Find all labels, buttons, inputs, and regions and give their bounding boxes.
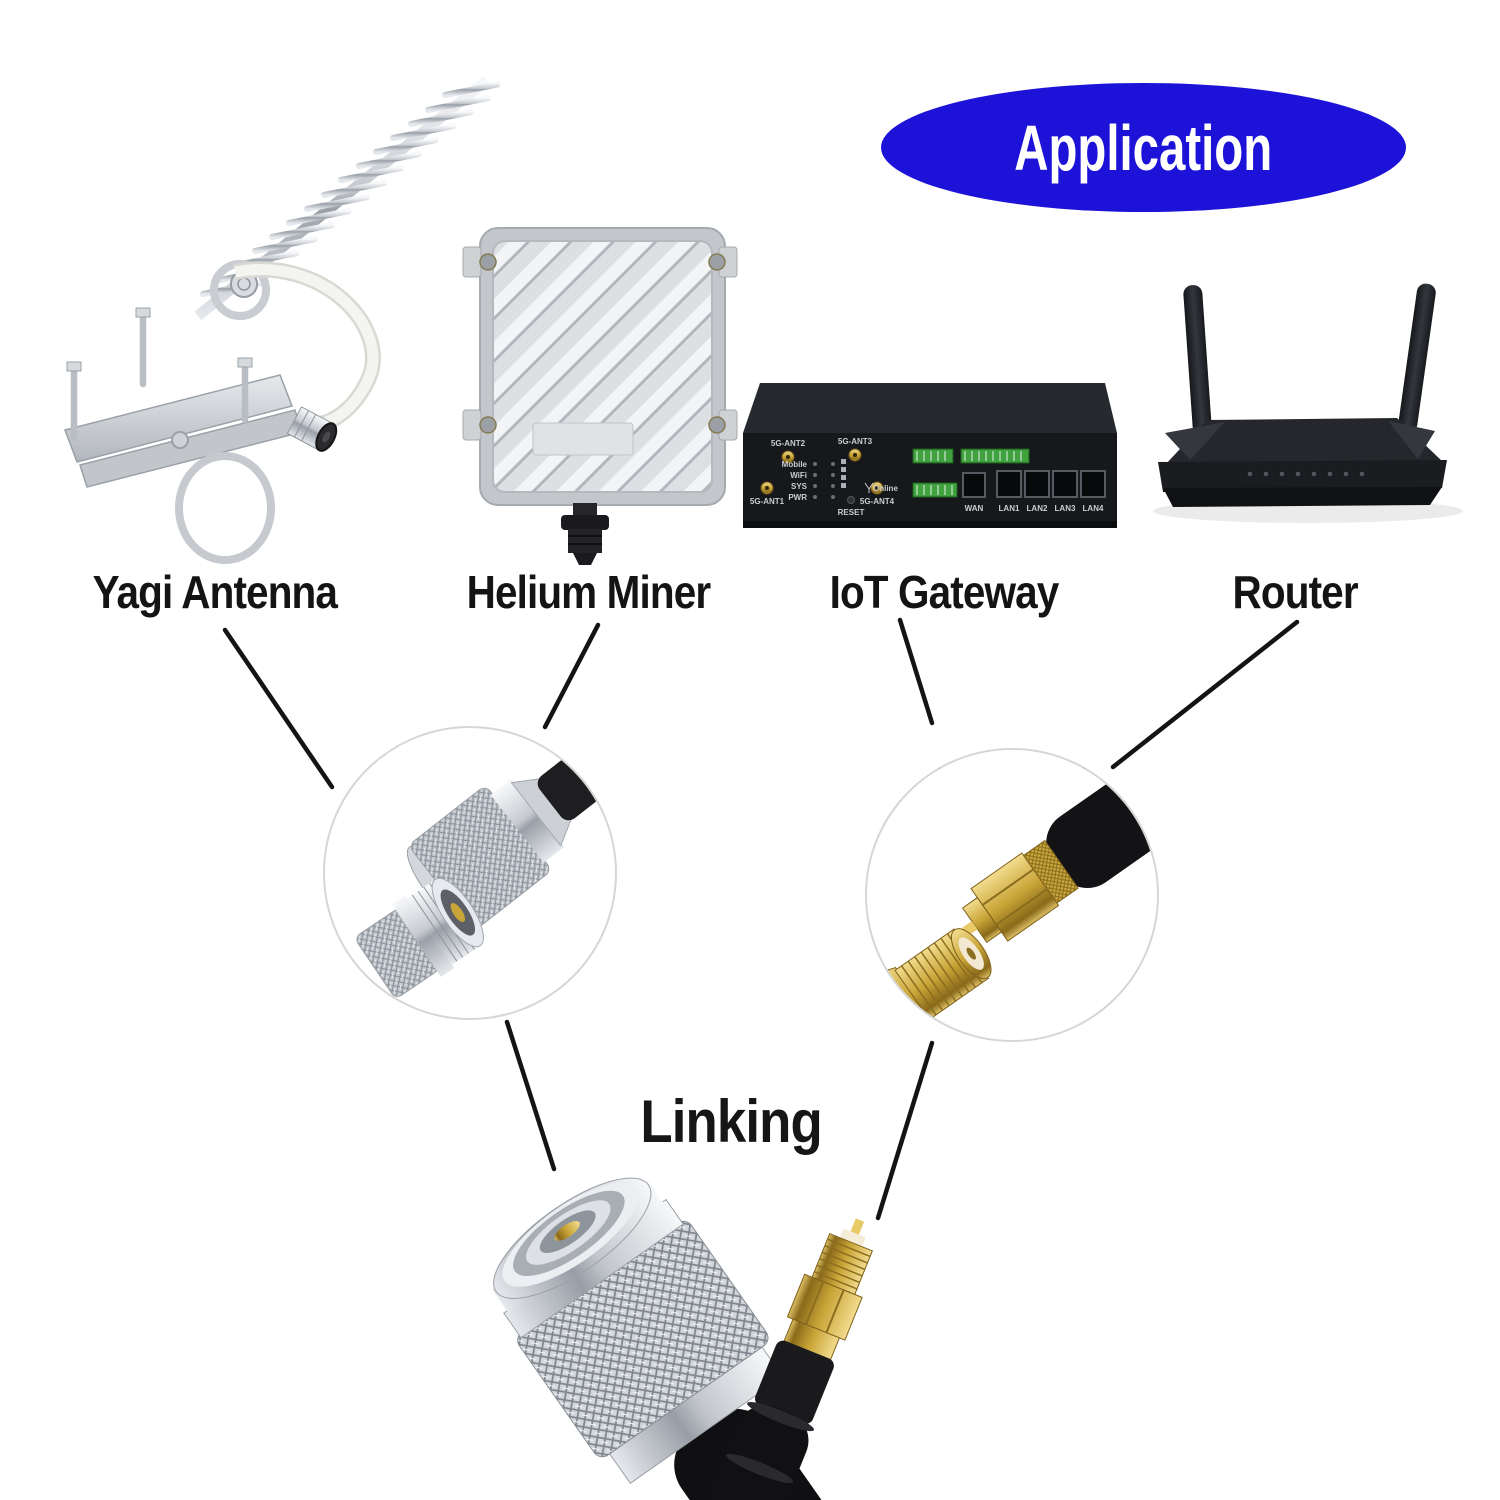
terminal-blocks [912,448,1030,498]
mount-tabs-and-screws [462,246,738,441]
router-base [1163,487,1442,507]
yagi-antenna-label: Yagi Antenna [92,566,338,618]
n-female-connector-tip [286,406,338,452]
sma-cable [686,1405,809,1500]
yagi-mount-bracket [64,307,303,564]
dip-icon-strip [841,459,846,488]
line-gateway-to-circle [897,617,935,726]
router-top [1165,418,1443,465]
application-badge-label: Application [1014,111,1273,184]
reset-button [847,496,855,504]
ant3-label: 5G-ANT3 [838,437,873,446]
n-connector-detail-circle [323,726,617,1020]
iot-gateway-image: 5G-ANT2 5G-ANT3 5G-ANT1 5G-ANT4 Mobile W… [743,383,1117,528]
n-female-connector [356,877,484,997]
led-pwr-label: PWR [788,493,807,502]
sma-connector-detail-circle [865,748,1159,1042]
ant2-label: 5G-ANT2 [771,439,806,448]
cable-assembly-image [492,1177,873,1500]
yagi-antenna-image [64,75,500,564]
label-plate [532,422,634,456]
router-antenna-right [1398,283,1436,433]
ethernet-ports [962,470,1106,498]
reset-label: RESET [838,508,865,517]
center-socket [450,903,466,922]
helium-miner-image [462,227,738,565]
router-leds [1247,471,1365,477]
lan3-label: LAN3 [1055,504,1076,513]
lan4-label: LAN4 [1083,504,1104,513]
gateway-top-face [743,383,1117,433]
lan2-label: LAN2 [1027,504,1048,513]
sma-male-cable-connector [686,1218,873,1500]
antenna-icon [864,482,874,493]
led-mobile-label: Mobile [782,460,808,469]
n-male-cable-connector [492,1177,839,1500]
status-leds [813,462,835,499]
router-front [1158,460,1447,492]
yagi-pigtail-cable [233,261,381,452]
line-router-to-circle [1110,619,1300,770]
n-center-pin [554,1220,580,1241]
ant1-label: 5G-ANT1 [750,497,785,506]
wan-label: WAN [965,504,984,513]
ant4-label: 5G-ANT4 [860,497,895,506]
led-sys-label: SYS [791,482,808,491]
linking-label: Linking [640,1087,822,1155]
strain-relief [755,1340,834,1424]
line-yagi-to-circle [222,627,335,790]
u-bolt-clamp [175,452,275,564]
router-image [1153,283,1463,523]
line-helium-to-circle [542,622,601,730]
router-antenna-left [1183,285,1212,435]
sma-pin [850,1218,865,1236]
led-wifi-label: WiFi [790,471,807,480]
helium-miner-label: Helium Miner [466,566,710,618]
application-badge: Application [881,83,1406,212]
iot-gateway-label: IoT Gateway [829,566,1060,618]
router-label: Router [1232,566,1358,618]
online-label: Online [873,484,898,493]
lan1-label: LAN1 [999,504,1020,513]
n-cable [674,1408,839,1500]
cable-gland [561,503,609,565]
sma-male-connector [961,761,1157,944]
